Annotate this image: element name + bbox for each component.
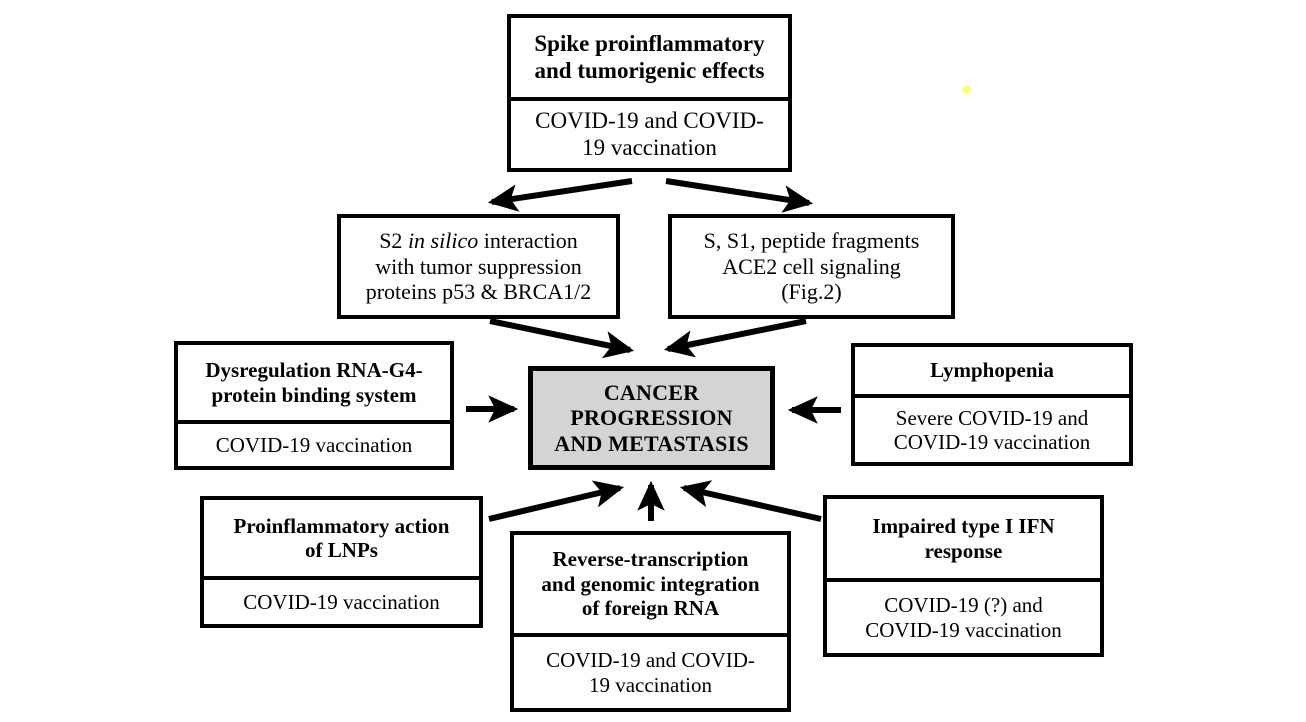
- box-s2-line1-post: interaction: [478, 228, 578, 254]
- arrow-lnp-to-center: [488, 480, 625, 522]
- box-s2-line1-pre: S2: [379, 228, 408, 254]
- box-s2-line2: with tumor suppression: [375, 253, 582, 279]
- box-spike-context: COVID-19 and COVID- 19 vaccination: [511, 101, 788, 168]
- box-ifn-heading: Impaired type I IFN response: [827, 499, 1100, 578]
- box-lympho-context-line1: Severe COVID-19 and: [895, 405, 1089, 430]
- box-center-text: CANCER PROGRESSION AND METASTASIS: [533, 371, 770, 465]
- box-s2-line1-italic: in silico: [407, 228, 479, 254]
- box-spike-heading-line1: Spike proinflammatory: [534, 30, 765, 56]
- box-lympho-heading: Lymphopenia: [930, 358, 1054, 383]
- box-reverse-transcription[interactable]: Reverse-transcription and genomic integr…: [510, 531, 791, 712]
- box-spike-divider: [511, 97, 788, 101]
- box-lympho-divider: [855, 394, 1129, 398]
- box-spike-heading-line2: and tumorigenic effects: [534, 57, 765, 83]
- artifact-speck: [962, 85, 971, 94]
- box-dysreg-heading-line1: Dysregulation RNA-G4-: [205, 358, 423, 383]
- box-lymphopenia[interactable]: Lymphopenia Severe COVID-19 and COVID-19…: [851, 343, 1133, 466]
- box-rt-heading-line3: of foreign RNA: [581, 596, 720, 621]
- box-s2-text: S2 in silico interaction with tumor supp…: [341, 218, 616, 315]
- box-dysreg-divider: [178, 420, 450, 424]
- arrow-ifn-to-center: [679, 480, 822, 522]
- box-dysreg-heading-line2: protein binding system: [211, 382, 417, 407]
- box-spike-context-line2: 19 vaccination: [582, 134, 717, 160]
- box-ifn-context: COVID-19 (?) and COVID-19 vaccination: [827, 582, 1100, 653]
- arrow-s2-to-center: [489, 318, 635, 359]
- box-ace2-line1: S, S1, peptide fragments: [703, 228, 920, 254]
- box-ifn-heading-line1: Impaired type I IFN: [872, 514, 1055, 539]
- box-rt-heading-line2: and genomic integration: [541, 571, 760, 596]
- box-ace2-text: S, S1, peptide fragments ACE2 cell signa…: [672, 218, 951, 315]
- box-lnp-divider: [204, 576, 479, 580]
- box-cancer-progression-and-metastasis[interactable]: CANCER PROGRESSION AND METASTASIS: [528, 366, 775, 470]
- arrow-ace2-to-center: [663, 318, 807, 358]
- box-ifn-context-line1: COVID-19 (?) and: [884, 593, 1043, 618]
- box-rt-context-line2: 19 vaccination: [588, 672, 713, 697]
- box-lnp-heading-line2: of LNPs: [305, 538, 378, 562]
- box-dysreg-context: COVID-19 vaccination: [215, 432, 413, 457]
- box-rt-context-line1: COVID-19 and COVID-: [546, 648, 755, 673]
- box-dysregulation-rna-g4[interactable]: Dysregulation RNA-G4- protein binding sy…: [174, 341, 454, 470]
- box-lnp-context: COVID-19 vaccination: [243, 589, 440, 614]
- box-ace2-line2: ACE2 cell signaling: [722, 253, 901, 279]
- box-ifn-divider: [827, 578, 1100, 582]
- box-impaired-type-i-ifn-response[interactable]: Impaired type I IFN response COVID-19 (?…: [823, 495, 1104, 657]
- box-rt-context: COVID-19 and COVID- 19 vaccination: [514, 637, 787, 708]
- box-lnp-heading-line1: Proinflammatory action: [233, 513, 450, 538]
- box-spike-heading: Spike proinflammatory and tumorigenic ef…: [511, 18, 788, 97]
- box-ifn-context-line2: COVID-19 vaccination: [865, 617, 1062, 642]
- box-center-line1: CANCER: [603, 379, 700, 405]
- box-lympho-context-line2: COVID-19 vaccination: [893, 430, 1091, 454]
- arrow-spike-to-ace2: [665, 178, 814, 213]
- box-s2-line3: proteins p53 & BRCA1/2: [365, 279, 592, 305]
- box-spike-effects[interactable]: Spike proinflammatory and tumorigenic ef…: [507, 14, 792, 172]
- box-rt-heading: Reverse-transcription and genomic integr…: [514, 535, 787, 633]
- box-lympho-context: Severe COVID-19 and COVID-19 vaccination: [855, 398, 1129, 462]
- box-ace2-cell-signaling[interactable]: S, S1, peptide fragments ACE2 cell signa…: [668, 214, 955, 319]
- arrow-spike-to-s2: [487, 178, 633, 212]
- box-lnp-heading: Proinflammatory action of LNPs: [204, 500, 479, 576]
- box-rt-heading-line1: Reverse-transcription: [552, 547, 749, 572]
- box-center-line2: PROGRESSION: [570, 405, 733, 431]
- box-ifn-heading-line2: response: [924, 538, 1003, 563]
- box-s2-in-silico-interaction[interactable]: S2 in silico interaction with tumor supp…: [337, 214, 620, 319]
- box-center-line3: AND METASTASIS: [554, 430, 749, 456]
- box-dysreg-heading: Dysregulation RNA-G4- protein binding sy…: [178, 345, 450, 420]
- box-proinflammatory-action-of-lnps[interactable]: Proinflammatory action of LNPs COVID-19 …: [200, 496, 483, 628]
- box-ace2-line3: (Fig.2): [781, 279, 842, 305]
- box-spike-context-line1: COVID-19 and COVID-: [535, 107, 764, 133]
- box-rt-divider: [514, 633, 787, 637]
